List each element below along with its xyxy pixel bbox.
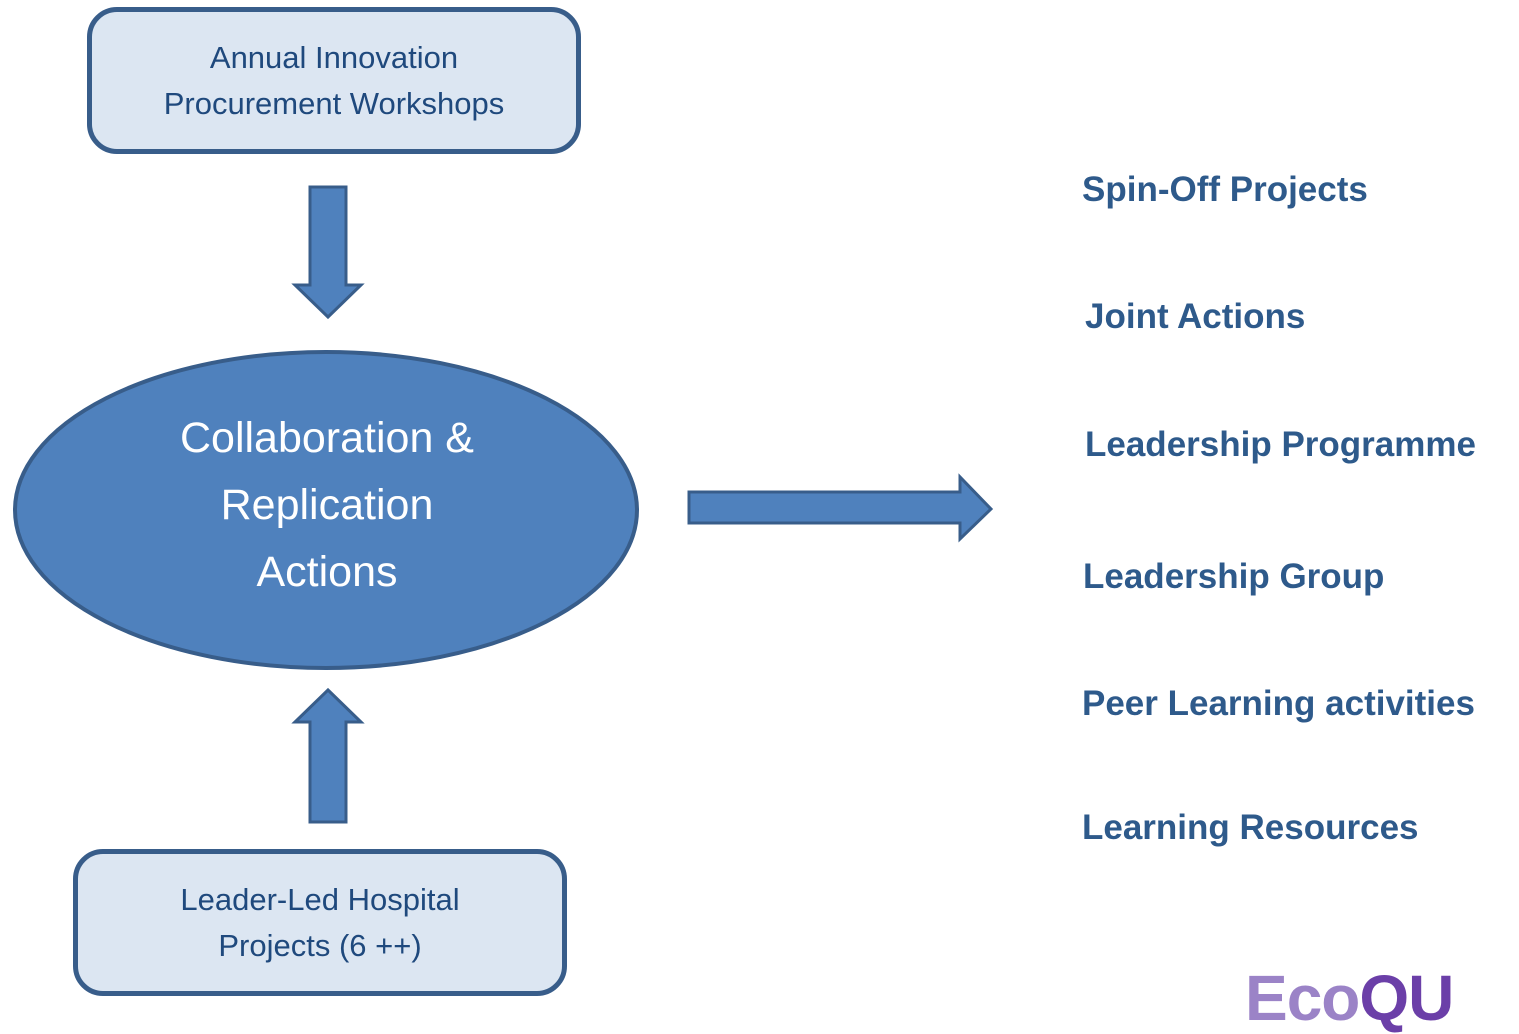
input-box-hospital-projects: Leader-Led Hospital Projects (6 ++) xyxy=(73,849,567,996)
logo-part: QU xyxy=(1359,962,1454,1034)
output-item-learning-resources: Learning Resources xyxy=(1082,808,1419,847)
center-ellipse xyxy=(13,350,639,670)
center-label-line: Actions xyxy=(256,548,398,596)
input-box-innovation-workshops: Annual Innovation Procurement Workshops xyxy=(87,7,581,154)
output-item-joint-actions: Joint Actions xyxy=(1085,297,1306,336)
up-arrow xyxy=(291,687,365,824)
logo-part: Eco xyxy=(1245,962,1360,1034)
down-arrow xyxy=(291,185,365,320)
center-label-line: Replication xyxy=(220,481,434,529)
input-box-line: Leader-Led Hospital xyxy=(180,881,460,917)
output-item-leadership-programme: Leadership Programme xyxy=(1085,425,1476,464)
right-arrow xyxy=(687,473,994,543)
diagram-canvas xyxy=(13,185,994,824)
output-item-leadership-group: Leadership Group xyxy=(1083,557,1385,596)
ecoqu-logo: EcoQU xyxy=(1245,962,1454,1034)
center-label-line: Collaboration & xyxy=(179,414,474,462)
input-box-line: Projects (6 ++) xyxy=(218,927,422,963)
output-item-spin-off-projects: Spin-Off Projects xyxy=(1082,170,1368,209)
center-label: Collaboration & Replication Actions xyxy=(77,405,577,606)
input-box-line: Procurement Workshops xyxy=(163,85,505,121)
output-item-peer-learning: Peer Learning activities xyxy=(1082,684,1475,723)
input-box-line: Annual Innovation xyxy=(209,39,459,75)
